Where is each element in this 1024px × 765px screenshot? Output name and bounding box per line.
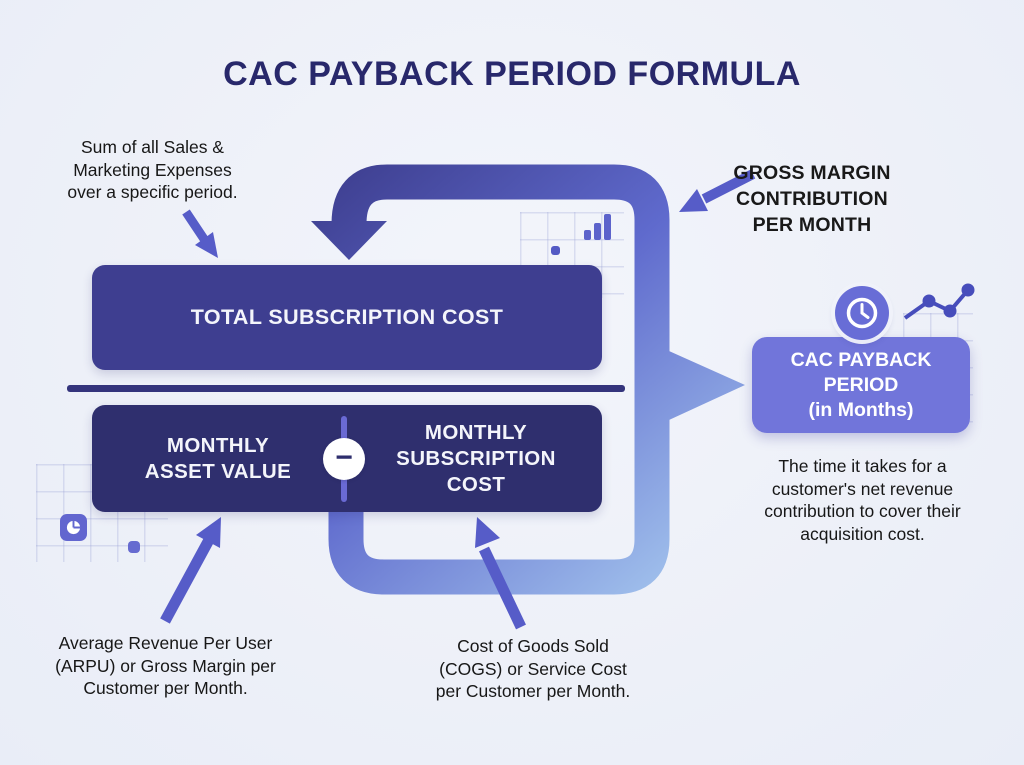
pie-chart-icon (60, 514, 87, 541)
cogs-note: Cost of Goods Sold (COGS) or Service Cos… (435, 636, 631, 702)
gross-margin-line3: PER MONTH (752, 214, 872, 236)
fraction-bar (67, 385, 625, 392)
result-note: The time it takes for a customer's net r… (764, 456, 961, 544)
line-chart-icon (903, 283, 975, 320)
page-title: CAC PAYBACK PERIOD FORMULA (223, 55, 801, 93)
result-line3: (in Months) (808, 398, 914, 421)
gross-margin-line2: CONTRIBUTION (736, 188, 888, 210)
denominator-right-line1: MONTHLY (424, 421, 528, 444)
dot-decoration (128, 541, 140, 553)
result-line1: CAC PAYBACK (790, 348, 932, 371)
numerator-arrow-icon (182, 209, 218, 258)
numerator-label: TOTAL SUBSCRIPTION COST (190, 305, 504, 329)
right-arrow-icon (669, 351, 745, 420)
result-box: CAC PAYBACK PERIOD (in Months) (752, 337, 970, 433)
numerator-box: TOTAL SUBSCRIPTION COST (92, 265, 602, 370)
result-line2: PERIOD (823, 373, 899, 396)
gross-margin-line1: GROSS MARGIN (733, 162, 891, 184)
numerator-note: Sum of all Sales & Marketing Expenses ov… (67, 137, 238, 203)
arpu-arrow-icon (160, 517, 221, 624)
denominator-right-line2: SUBSCRIPTION (396, 447, 556, 470)
minus-icon: − (323, 438, 365, 480)
arpu-note: Average Revenue Per User (ARPU) or Gross… (55, 633, 276, 699)
denominator-left-line2: ASSET VALUE (144, 460, 292, 483)
denominator-left-label: MONTHLY ASSET VALUE (120, 433, 316, 485)
flow-pipe (328, 164, 670, 595)
denominator-left-line1: MONTHLY (166, 434, 270, 457)
clock-icon (835, 286, 889, 340)
denominator-right-line3: COST (446, 473, 506, 496)
dot-decoration (551, 246, 560, 255)
bar-chart-icon (584, 214, 611, 240)
gross-margin-arrow-icon (679, 169, 756, 212)
cogs-arrow-icon (475, 517, 526, 630)
down-arrow-icon (311, 221, 387, 260)
gross-margin-label: GROSS MARGIN CONTRIBUTION PER MONTH (707, 160, 917, 238)
denominator-right-label: MONTHLY SUBSCRIPTION COST (386, 420, 566, 498)
